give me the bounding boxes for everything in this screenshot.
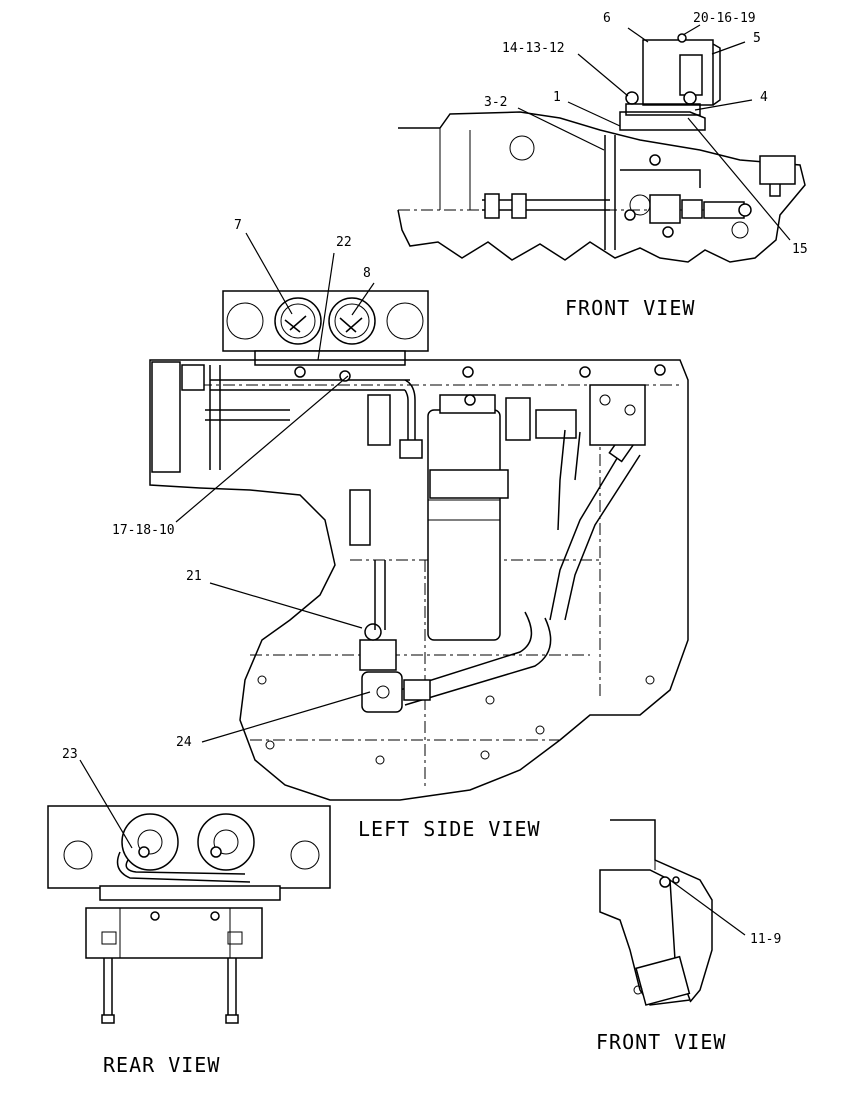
front-view-top-leaders xyxy=(517,24,791,241)
callout-3-2: 3-2 xyxy=(484,95,507,110)
rear-view-assembly xyxy=(47,805,331,1024)
callout-14-13-12: 14-13-12 xyxy=(502,41,565,56)
rear-view-leaders xyxy=(79,759,133,849)
callout-6: 6 xyxy=(603,11,611,26)
callout-23: 23 xyxy=(62,747,78,762)
callout-22: 22 xyxy=(336,235,352,250)
view-title-front-bottom: FRONT VIEW xyxy=(596,1030,726,1054)
callout-4: 4 xyxy=(760,90,768,105)
front-view-top-assembly xyxy=(397,33,806,263)
left-side-view-leaders xyxy=(175,232,375,743)
view-title-front-top: FRONT VIEW xyxy=(565,296,695,320)
callout-20-16-19: 20-16-19 xyxy=(693,11,756,26)
front-view-bottom-leaders xyxy=(669,879,746,936)
view-title-rear: REAR VIEW xyxy=(103,1053,220,1077)
callout-11-9: 11-9 xyxy=(750,932,781,947)
view-title-left-side: LEFT SIDE VIEW xyxy=(358,817,541,841)
callout-8: 8 xyxy=(363,266,371,281)
front-view-bottom-assembly xyxy=(599,819,713,1006)
callout-5: 5 xyxy=(753,31,761,46)
callout-15: 15 xyxy=(792,242,808,257)
callout-17-18-10: 17-18-10 xyxy=(112,523,175,538)
callout-21: 21 xyxy=(186,569,202,584)
left-side-view-assembly xyxy=(149,290,689,801)
callout-7: 7 xyxy=(234,218,242,233)
callout-24: 24 xyxy=(176,735,192,750)
callout-1: 1 xyxy=(553,90,561,105)
